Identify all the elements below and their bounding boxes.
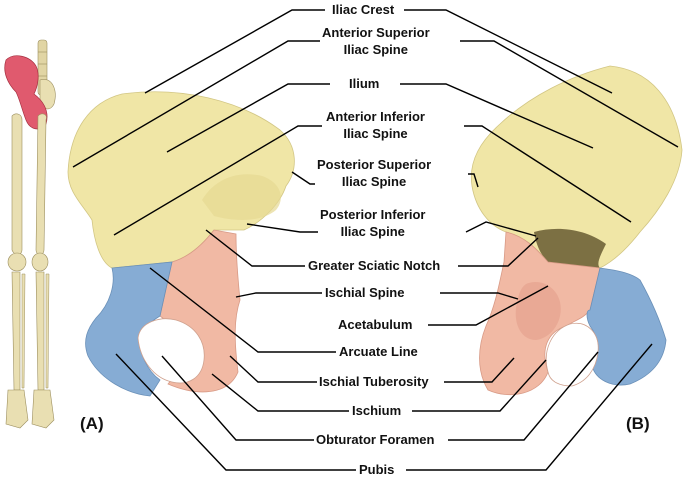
label-arcuate-line: Arcuate Line [337,343,420,360]
skeleton-thumbnail [4,39,56,429]
leader-lines [72,9,679,471]
label-iliac-crest: Iliac Crest [330,1,397,18]
label-obturator-foramen: Obturator Foramen [314,431,437,448]
panel-label-a: (A) [80,414,104,433]
right-hip-bone [470,65,683,396]
right-obturator-foramen [545,322,599,387]
right-acetabulum-shadow [534,228,606,268]
label-ischial-tuberosity: Ischial Tuberosity [317,373,431,390]
right-pubis-region [586,267,667,386]
left-hip-bone [67,91,295,397]
label-acetabulum: Acetabulum [336,316,415,333]
label-pubis: Pubis [357,461,397,478]
label-ischium: Ischium [350,402,404,419]
left-ilium-region [67,91,295,269]
left-obturator-foramen [137,318,205,384]
label-ischial-spine: Ischial Spine [323,284,407,301]
panel-label-b: (B) [626,414,650,433]
label-greater-sciatic-notch: Greater Sciatic Notch [306,257,443,274]
label-ilium: Ilium [347,75,382,92]
